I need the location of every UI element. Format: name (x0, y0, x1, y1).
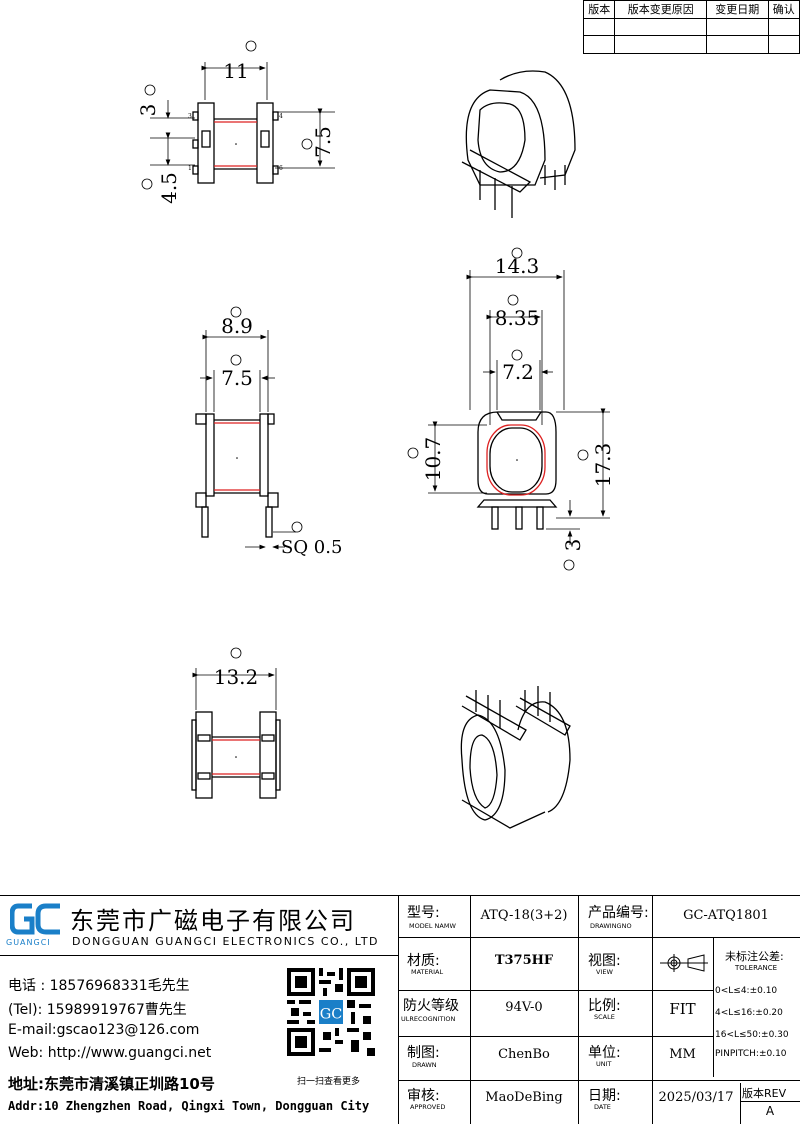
iso-view-top (461, 70, 576, 218)
side-view (195, 330, 296, 550)
material-label-en: MATERIAL (411, 968, 444, 976)
dim-f: 7.5 (221, 366, 253, 390)
company-name-en: DONGGUAN GUANGCI ELECTRONICS CO., LTD (72, 935, 380, 948)
view-label: 视图: (588, 953, 621, 969)
tolerance-title: 未标注公差: (725, 950, 784, 963)
drawno-label-en: DRAWINGNO (590, 922, 632, 930)
website-link[interactable]: Web: http://www.guangci.net (8, 1045, 212, 1061)
dim-b: 3 (136, 104, 160, 117)
email[interactable]: E-mail:gscao123@126.com (8, 1022, 200, 1038)
revision-table: 版本 版本变更原因 变更日期 确认 (582, 0, 800, 54)
unit-label-en: UNIT (596, 1060, 612, 1068)
pin-label: 6 (279, 165, 283, 172)
material-value: T375HF (494, 953, 554, 968)
company-name-cn: 东莞市广磁电子有限公司 (70, 907, 356, 935)
drawno-label: 产品编号: (588, 905, 649, 921)
dim-e: 8.9 (221, 314, 253, 338)
tolerance-line: 0<L≤4:±0.10 (715, 986, 778, 996)
pin-label: 1 (188, 165, 192, 172)
dim-m: 3 (561, 539, 585, 552)
iso-view-bottom (460, 686, 571, 829)
rev-value: A (765, 1104, 775, 1118)
tolerance-line: 4<L≤16:±0.20 (715, 1008, 783, 1018)
tolerance-line: PINPITCH:±0.10 (715, 1049, 787, 1059)
dim-d: 7.5 (311, 126, 335, 158)
fire-label-en: ULRECOGNITION (401, 1015, 456, 1023)
phone: 电话 : 18576968331毛先生 (8, 978, 190, 994)
tel: (Tel): 15989919767曹先生 (8, 1002, 187, 1018)
view-label-en: VIEW (596, 968, 613, 976)
qr-code-icon[interactable]: GC (287, 968, 375, 1056)
drawn-label: 制图: (407, 1045, 440, 1061)
scale-label-en: SCALE (594, 1013, 615, 1021)
dim-k: 7.2 (502, 360, 534, 384)
drawn-value: ChenBo (498, 1047, 550, 1062)
approved-label: 审核: (407, 1088, 440, 1104)
rev-label: 版本REV (742, 1087, 787, 1100)
dim-a: 11 (223, 59, 248, 83)
projection-symbol-icon (660, 954, 708, 972)
date-value: 2025/03/17 (658, 1090, 734, 1105)
address-cn: 地址:东莞市清溪镇正圳路10号 (8, 1075, 215, 1093)
unit-label: 单位: (588, 1045, 621, 1061)
qr-logo-text: GC (320, 1006, 343, 1022)
fire-value: 94V-0 (505, 1000, 543, 1015)
scale-value: FIT (669, 1000, 696, 1018)
dim-l: 17.3 (591, 443, 615, 488)
tolerance-line: 16<L≤50:±0.30 (715, 1030, 789, 1040)
drawno-value: GC-ATQ1801 (683, 908, 769, 923)
pin-label: 3 (188, 113, 192, 120)
date-label-en: DATE (594, 1103, 611, 1111)
dim-h: 10.7 (421, 437, 445, 482)
drawn-label-en: DRAWN (412, 1061, 437, 1069)
date-label: 日期: (588, 1088, 621, 1104)
tolerance-title-en: TOLERANCE (735, 964, 778, 972)
dim-c: 4.5 (157, 172, 181, 204)
address-en: Addr:10 Zhengzhen Road, Qingxi Town, Don… (8, 1099, 370, 1113)
model-value: ATQ-18(3+2) (480, 908, 568, 923)
logo-subtext: GUANGCI (6, 938, 51, 947)
dim-j: 8.35 (495, 306, 540, 330)
dim-n: 13.2 (214, 665, 259, 689)
fire-label: 防火等级 (403, 998, 459, 1014)
title-block (0, 895, 800, 1125)
bottom-view (191, 668, 281, 799)
model-label-en: MODEL NAMW (409, 922, 456, 930)
approved-label-en: APPROVED (410, 1103, 446, 1111)
qr-caption: 扫一扫查看更多 (297, 1077, 361, 1087)
front-view (428, 270, 610, 545)
model-label: 型号: (407, 905, 440, 921)
material-label: 材质: (407, 953, 440, 969)
pin-label: 4 (279, 113, 283, 120)
technical-drawing: 11 3 4.5 7.5 8.9 7.5 SQ 0.5 14.3 8.35 7.… (136, 40, 615, 829)
top-view (150, 62, 335, 184)
unit-value: MM (669, 1047, 696, 1062)
dim-g: SQ 0.5 (281, 537, 342, 558)
approved-value: MaoDeBing (485, 1090, 563, 1105)
scale-label: 比例: (588, 998, 621, 1014)
guangci-logo-icon (10, 903, 60, 935)
